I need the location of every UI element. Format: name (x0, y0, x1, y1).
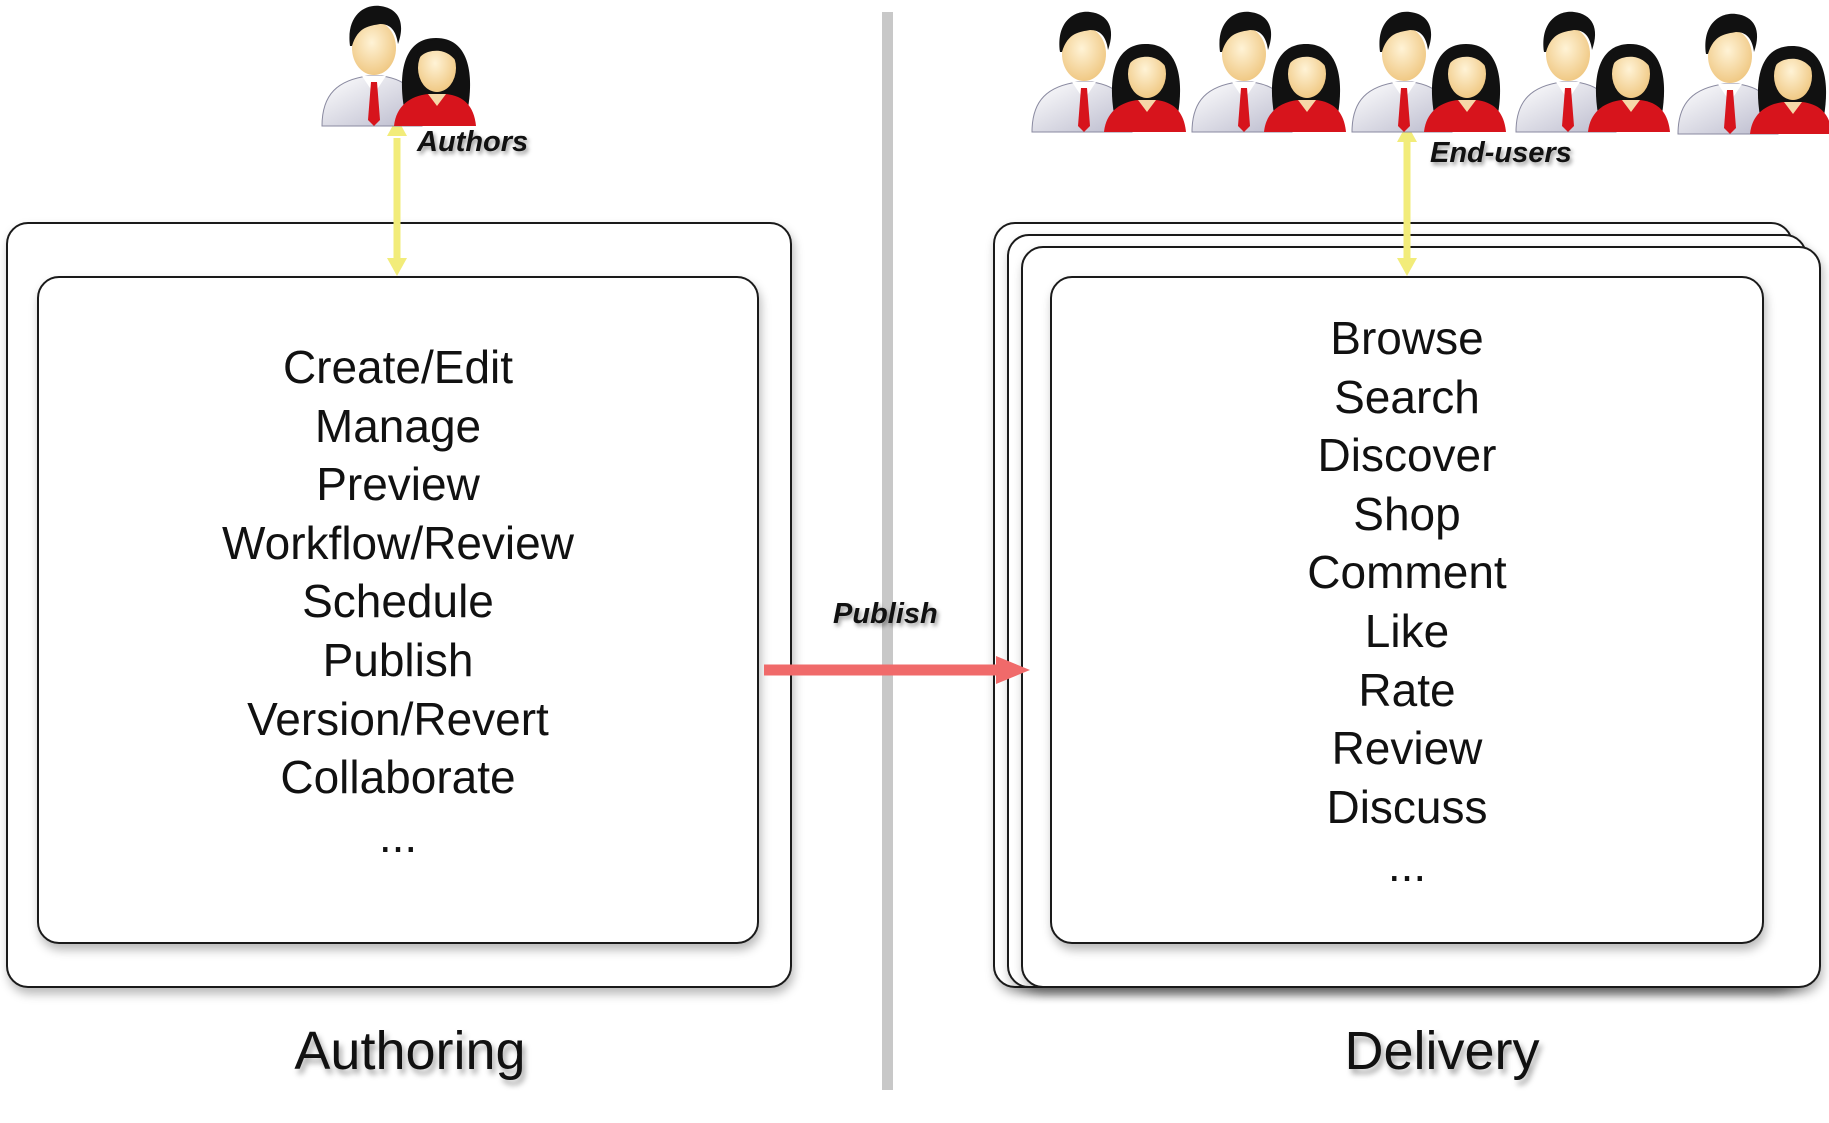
delivery-item: ... (1387, 839, 1427, 892)
enduser-people-icon-3 (1348, 8, 1506, 134)
authoring-inner-box (37, 276, 759, 944)
delivery-title: Delivery (1344, 1021, 1540, 1081)
authors-label: Authors (417, 126, 529, 158)
delivery-item: Rate (1358, 663, 1456, 716)
publish-label: Publish (833, 598, 938, 630)
enduser-people-icon-1 (1028, 8, 1186, 134)
delivery-item: Discover (1317, 429, 1497, 482)
authoring-item: Preview (316, 458, 480, 511)
authoring-item: Create/Edit (282, 341, 514, 393)
authoring-item: ... (378, 809, 418, 862)
enduser-people-icon-2 (1188, 8, 1346, 134)
authoring-item: Publish (322, 633, 474, 686)
delivery-item: Search (1334, 370, 1480, 423)
delivery-item: Review (1331, 722, 1483, 775)
delivery-item: Like (1364, 604, 1450, 657)
delivery-item: Shop (1353, 487, 1461, 540)
authoring-item: Collaborate (280, 751, 516, 804)
publish-arrow (764, 656, 1030, 684)
delivery-inner-box (1050, 276, 1764, 944)
authoring-item: Workflow/Review (222, 516, 574, 569)
delivery-item: Browse (1330, 312, 1484, 364)
delivery-item: Discuss (1326, 780, 1488, 833)
authoring-item: Manage (314, 399, 482, 452)
authors-people-icon (318, 2, 476, 128)
authoring-item: Schedule (302, 575, 494, 628)
center-divider (882, 12, 893, 1090)
enduser-people-icon-4 (1512, 8, 1670, 134)
authoring-item: Version/Revert (247, 692, 549, 745)
delivery-item: Comment (1307, 546, 1507, 599)
authoring-title: Authoring (294, 1021, 526, 1081)
enduser-people-icon-5 (1674, 10, 1829, 136)
endusers-label: End-users (1430, 137, 1572, 169)
